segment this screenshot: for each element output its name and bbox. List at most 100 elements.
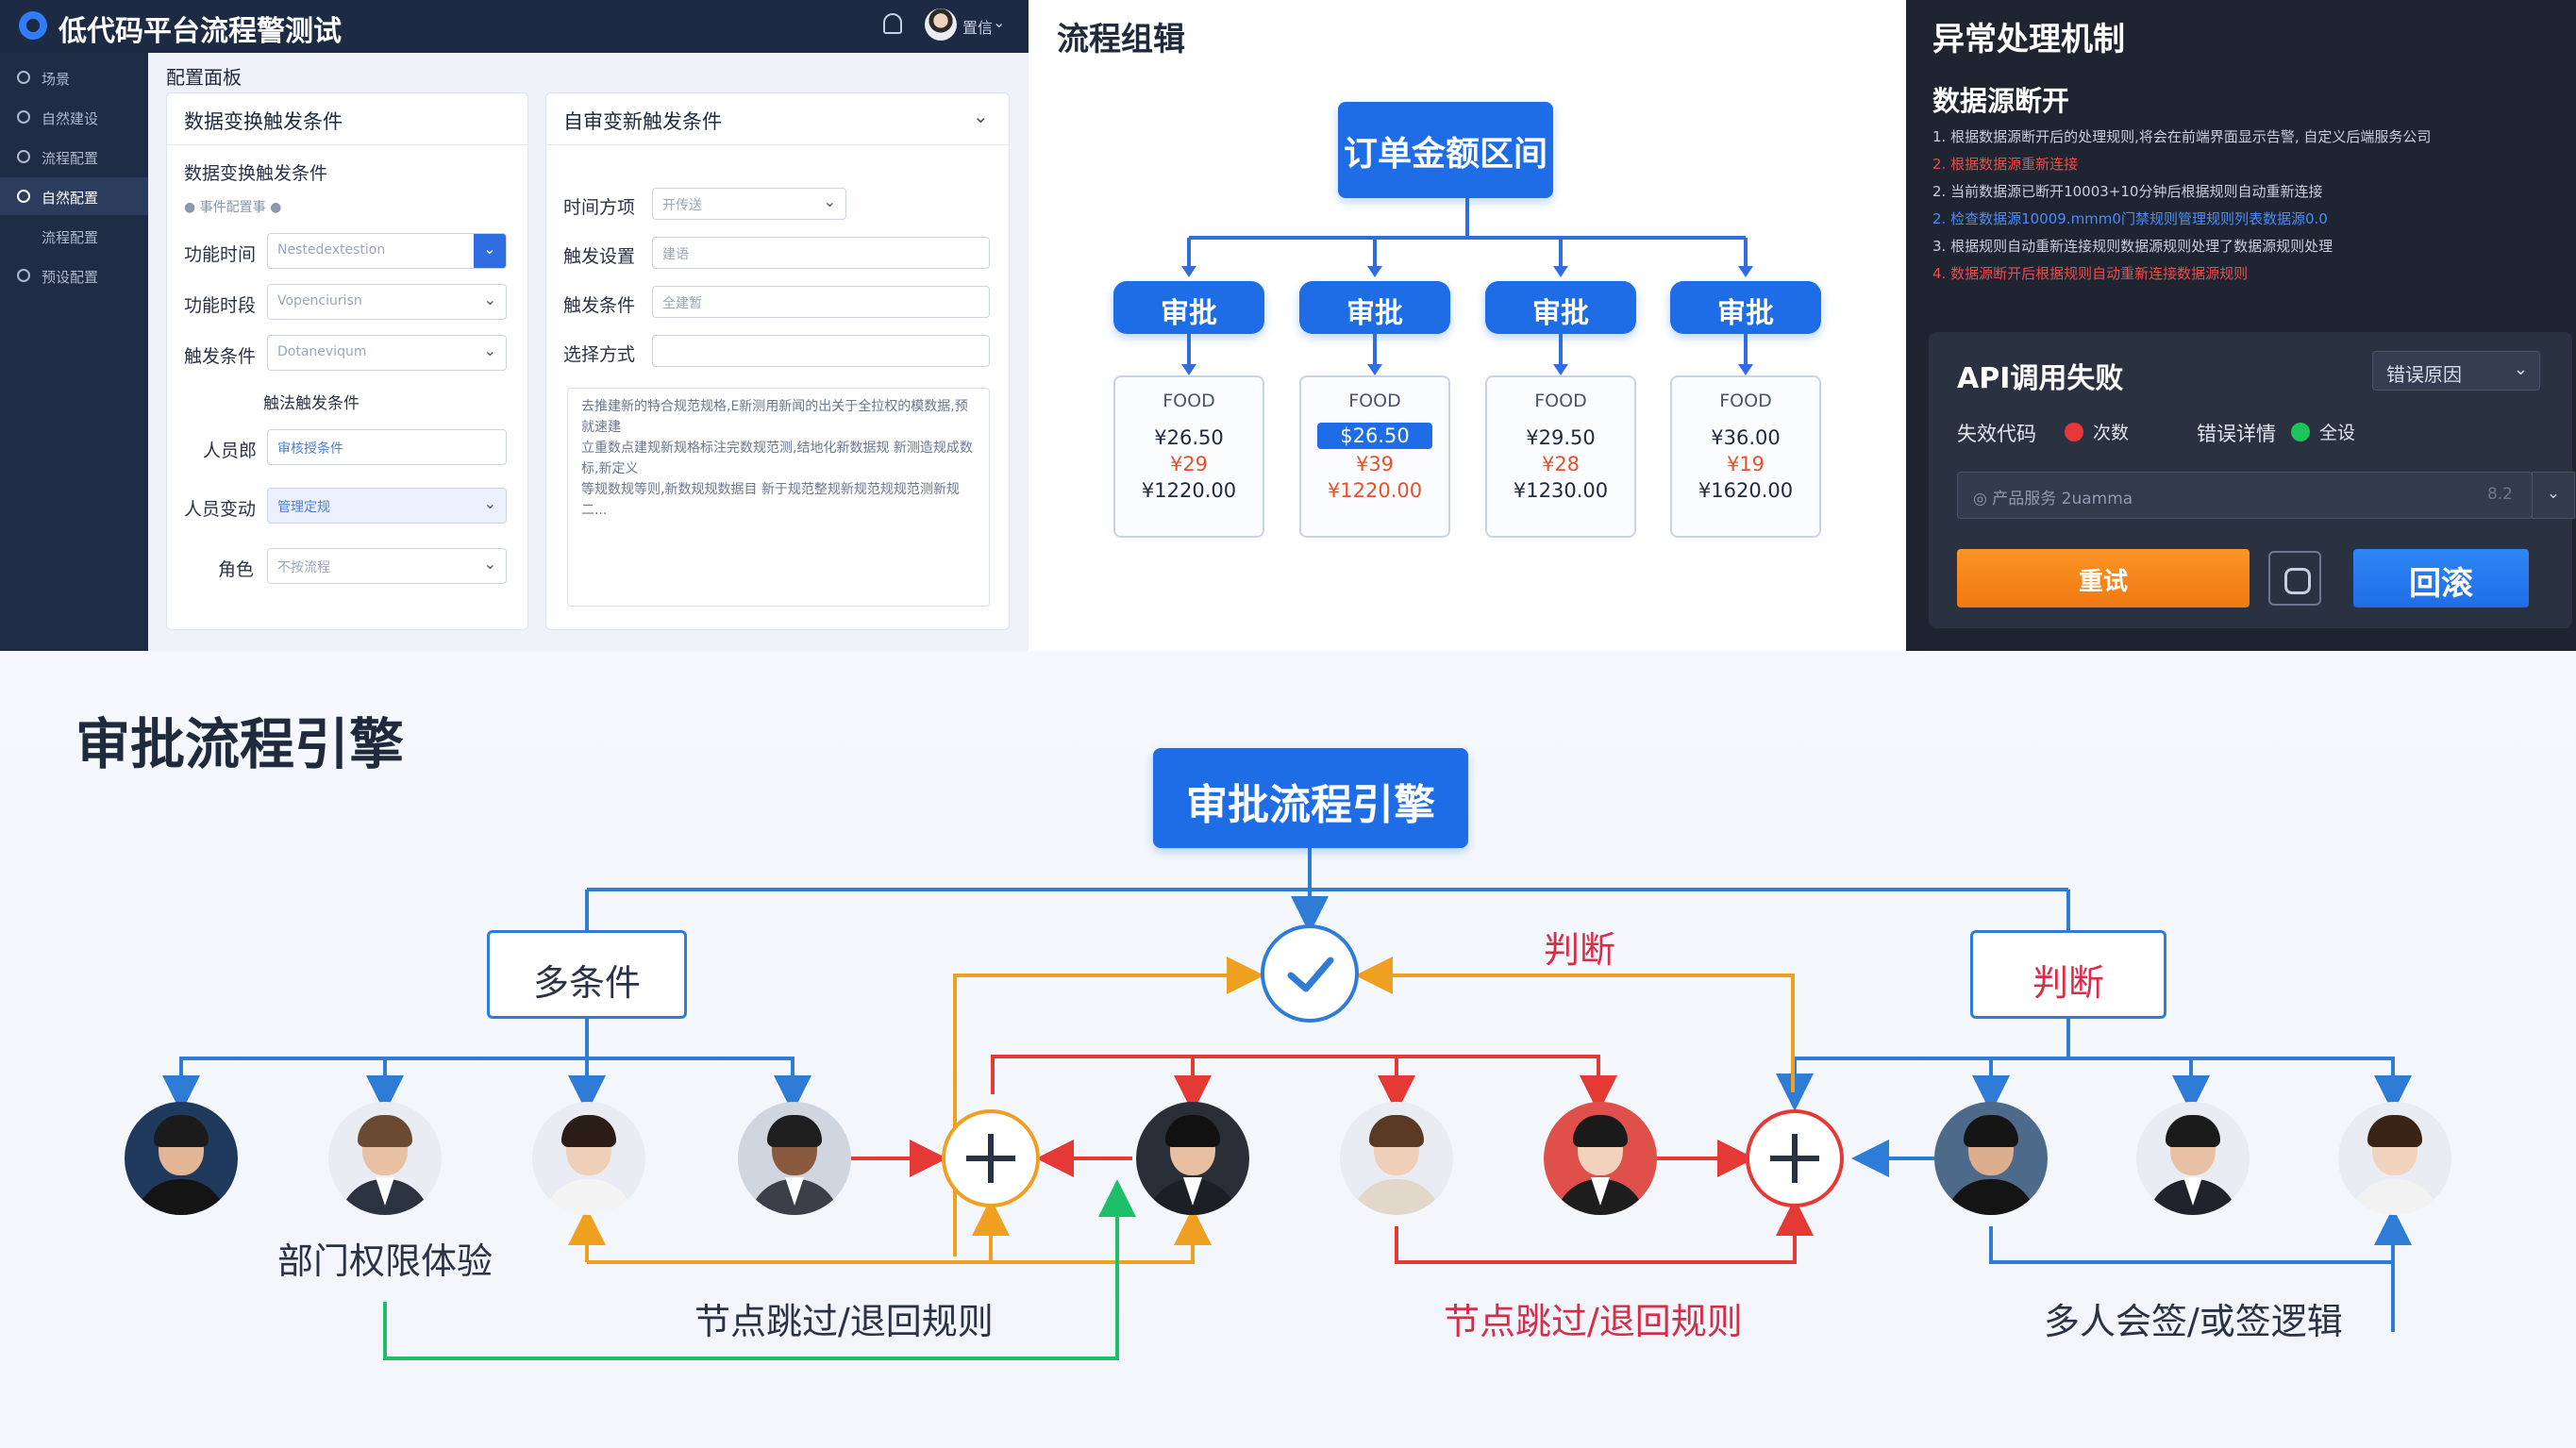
circle-icon <box>17 110 30 124</box>
order-card[interactable]: FOOD ¥26.50 ¥29 ¥1220.00 <box>1113 375 1264 538</box>
field-label: 触发条件 <box>184 346 257 367</box>
divider <box>167 144 529 145</box>
field-label: 选择方式 <box>563 344 636 365</box>
approve-node[interactable]: 审批 <box>1670 281 1821 334</box>
dropdown-value: 错误原因 <box>2386 363 2462 386</box>
sidebar-item-label: 自然配置 <box>42 190 99 207</box>
approve-node[interactable]: 审批 <box>1485 281 1636 334</box>
rollback-button[interactable]: 回滚 <box>2353 549 2529 607</box>
approver-avatar[interactable] <box>328 1102 442 1215</box>
approver-avatar[interactable] <box>532 1102 645 1215</box>
order-discount: ¥29 <box>1169 453 1209 475</box>
plus-icon[interactable] <box>942 1109 1040 1207</box>
chevron-down-icon[interactable]: ⌄ <box>474 234 506 268</box>
sidebar-item-scene[interactable]: 场景 <box>0 58 148 96</box>
cosign-logic-label: 多人会签/或签逻辑 <box>2044 1301 2343 1342</box>
lock-icon[interactable] <box>2268 551 2321 606</box>
trigger-condition-input[interactable]: 全建暂 <box>652 286 990 318</box>
multi-condition-node[interactable]: 多条件 <box>487 930 687 1019</box>
select-method-input[interactable] <box>652 335 990 367</box>
personnel-input[interactable]: 审核授条件 <box>267 429 507 465</box>
chevron-down-icon[interactable]: ⌄ <box>973 105 989 127</box>
skip-rule-label: 节点跳过/退回规则 <box>1444 1301 1743 1342</box>
input-count: 8.2 <box>2486 485 2513 504</box>
sidebar-item-config[interactable]: 自然配置 <box>0 177 148 215</box>
panel-title: 异常处理机制 <box>1932 21 2125 58</box>
order-card[interactable]: FOOD ¥29.50 ¥28 ¥1230.00 <box>1485 375 1636 538</box>
user-avatar[interactable] <box>925 8 957 41</box>
chevron-down-icon[interactable]: ⌄ <box>993 13 1006 31</box>
approve-node[interactable]: 审批 <box>1113 281 1264 334</box>
personnel-change-select[interactable]: 管理定规⌄ <box>267 488 507 524</box>
check-mark <box>1287 957 1334 992</box>
chevron-down-icon: ⌄ <box>483 341 496 359</box>
user-name[interactable]: 置信 <box>962 19 994 37</box>
select-value: 不按流程 <box>277 560 330 575</box>
error-status-dot <box>2065 423 2083 441</box>
detail-label: 错误详情 <box>2197 423 2276 445</box>
approver-avatar[interactable] <box>738 1102 851 1215</box>
section-subtitle: 数据源断开 <box>1932 85 2070 117</box>
trigger-setting-input[interactable]: 建语 <box>652 237 990 269</box>
group-label: 触法触发条件 <box>263 394 360 413</box>
sidebar-item-flow[interactable]: 流程配置 <box>0 138 148 175</box>
textarea-line: 立重数点建规新规格标注完数规范测,结地化新数据规 新测造规成数标,新定义 <box>581 441 973 476</box>
config-icon <box>17 190 30 203</box>
field-label: 触发设置 <box>563 246 636 267</box>
judge-node[interactable]: 判断 <box>1970 930 2166 1019</box>
order-range-node[interactable]: 订单金额区间 <box>1338 102 1553 198</box>
time-method-select[interactable]: 开传送⌄ <box>652 188 846 220</box>
exception-line: 4. 数据源断开后根据规则自动重新连接数据源规则 <box>1932 265 2249 282</box>
app-logo-icon <box>19 11 47 40</box>
check-icon[interactable] <box>1261 924 1359 1023</box>
chevron-down-icon[interactable]: ⌄ <box>2532 472 2575 519</box>
retry-button[interactable]: 重试 <box>1957 549 2250 607</box>
chevron-down-icon: ⌄ <box>483 291 496 308</box>
card-header: 数据变换触发条件 <box>184 110 343 133</box>
approver-avatar[interactable] <box>125 1102 238 1215</box>
error-reason-dropdown[interactable]: 错误原因⌄ <box>2372 351 2540 391</box>
input-value: 建语 <box>662 247 689 262</box>
sidebar-item-preset[interactable]: 预设配置 <box>0 257 148 294</box>
field-label: 人员郎 <box>203 441 258 461</box>
select-value: 管理定规 <box>277 500 330 515</box>
approver-avatar[interactable] <box>2136 1102 2250 1215</box>
order-card[interactable]: FOOD $26.50 ¥39 ¥1220.00 <box>1299 375 1450 538</box>
order-total: ¥1230.00 <box>1513 479 1609 502</box>
approver-avatar[interactable] <box>1934 1102 2048 1215</box>
card-title: API调用失败 <box>1957 362 2124 395</box>
approver-avatar[interactable] <box>1136 1102 1249 1215</box>
panel-label: 配置面板 <box>166 66 242 89</box>
approver-avatar[interactable] <box>1340 1102 1453 1215</box>
approve-node[interactable]: 审批 <box>1299 281 1450 334</box>
exception-line: 1. 根据数据源断开后的处理规则,将会在前端界面显示告警, 自定义后端服务公司 <box>1932 128 2432 145</box>
order-discount: ¥39 <box>1355 453 1395 475</box>
role-select[interactable]: 不按流程⌄ <box>267 548 507 584</box>
plus-icon[interactable] <box>1746 1109 1844 1207</box>
sidebar-item-flow-sub[interactable]: 流程配置 <box>0 217 148 255</box>
sidebar-item-build[interactable]: 自然建设 <box>0 98 148 136</box>
approver-avatar[interactable] <box>2338 1102 2451 1215</box>
engine-center-node[interactable]: 审批流程引擎 <box>1153 748 1468 848</box>
select-value: Dotaneviqum <box>277 344 367 359</box>
input-value: 审核授条件 <box>277 441 343 457</box>
exception-panel: 异常处理机制 数据源断开 1. 根据数据源断开后的处理规则,将会在前端界面显示告… <box>1906 0 2576 651</box>
gear-icon <box>17 269 30 282</box>
input-value: Nestedextestion <box>277 242 386 258</box>
trigger-select[interactable]: Dotaneviqum ⌄ <box>267 335 507 371</box>
sidebar-item-label: 自然建设 <box>42 110 99 127</box>
service-input[interactable]: ◎ 产品服务 2uamma 8.2 ⌄ <box>1957 472 2575 519</box>
approver-avatar[interactable] <box>1544 1102 1657 1215</box>
description-textarea[interactable]: 去推建新的特合规范规格,E新测用新闻的出关于全拉权的模数据,预就速建 立重数点建… <box>567 388 990 607</box>
input-value: ◎ 产品服务 2uamma <box>1973 490 2133 508</box>
field-label: 功能时间 <box>184 244 257 265</box>
section-title: 审批流程引擎 <box>75 712 405 776</box>
code-status: 次数 <box>2093 423 2130 443</box>
plus-mark <box>966 1134 1015 1183</box>
period-select[interactable]: Vopenciurisn⌄ <box>267 284 507 320</box>
bell-icon[interactable] <box>883 13 902 34</box>
field-label: 触发条件 <box>563 295 636 316</box>
time-input[interactable]: Nestedextestion ⌄ <box>267 233 507 269</box>
order-card[interactable]: FOOD ¥36.00 ¥19 ¥1620.00 <box>1670 375 1821 538</box>
app-title: 低代码平台流程警测试 <box>59 15 342 48</box>
